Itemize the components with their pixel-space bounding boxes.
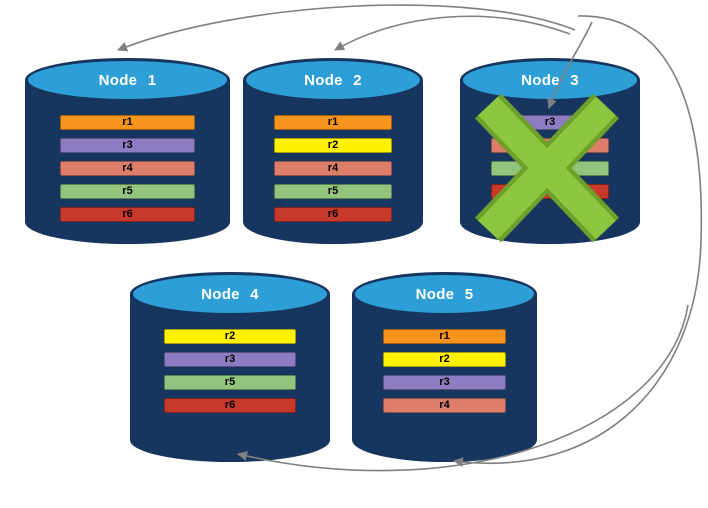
record-bar: r6 — [164, 398, 296, 413]
record-bar: r3 — [383, 375, 506, 390]
record-bar: r5 — [273, 184, 393, 199]
node-2-cylinder-top: Node 2 — [243, 58, 423, 102]
node-1-title: Node 1 — [98, 71, 157, 89]
arrow-node3-to-node2 — [334, 15, 571, 51]
node-3-title: Node 3 — [521, 71, 579, 89]
record-bar: r6 — [273, 207, 393, 222]
record-bar: r4 — [383, 398, 506, 413]
record-bar: r6 — [59, 207, 196, 222]
node-5: Node 5 r1 r2 r3 r4 — [352, 272, 537, 462]
node-4: Node 4 r2 r3 r5 r6 — [130, 272, 330, 462]
record-bar: r3 — [59, 138, 196, 153]
record-bar: r1 — [383, 329, 506, 344]
record-bar: r2 — [164, 329, 296, 344]
node-2: Node 2 r1 r2 r4 r5 r6 — [243, 58, 423, 244]
record-bar: r1 — [273, 115, 393, 130]
failure-x-icon — [474, 93, 620, 243]
node-2-records: r1 r2 r4 r5 r6 — [273, 115, 393, 222]
node-2-title: Node 2 — [304, 71, 362, 89]
arrow-node3-to-node1 — [117, 4, 576, 52]
record-bar: r4 — [273, 161, 393, 176]
node-1-records: r1 r3 r4 r5 r6 — [59, 115, 196, 222]
node-4-records: r2 r3 r5 r6 — [164, 329, 296, 413]
record-bar: r5 — [59, 184, 196, 199]
node-1-cylinder-top: Node 1 — [25, 58, 230, 102]
record-bar: r5 — [164, 375, 296, 390]
node-4-cylinder-top: Node 4 — [130, 272, 330, 316]
node-1: Node 1 r1 r3 r4 r5 r6 — [25, 58, 230, 244]
record-bar: r2 — [383, 352, 506, 367]
record-bar: r1 — [59, 115, 196, 130]
record-bar: r4 — [59, 161, 196, 176]
node-4-title: Node 4 — [201, 285, 259, 303]
node-5-records: r1 r2 r3 r4 — [383, 329, 506, 413]
node-5-cylinder-top: Node 5 — [352, 272, 537, 316]
node-5-title: Node 5 — [415, 285, 474, 303]
record-bar: r2 — [273, 138, 393, 153]
record-bar: r3 — [164, 352, 296, 367]
